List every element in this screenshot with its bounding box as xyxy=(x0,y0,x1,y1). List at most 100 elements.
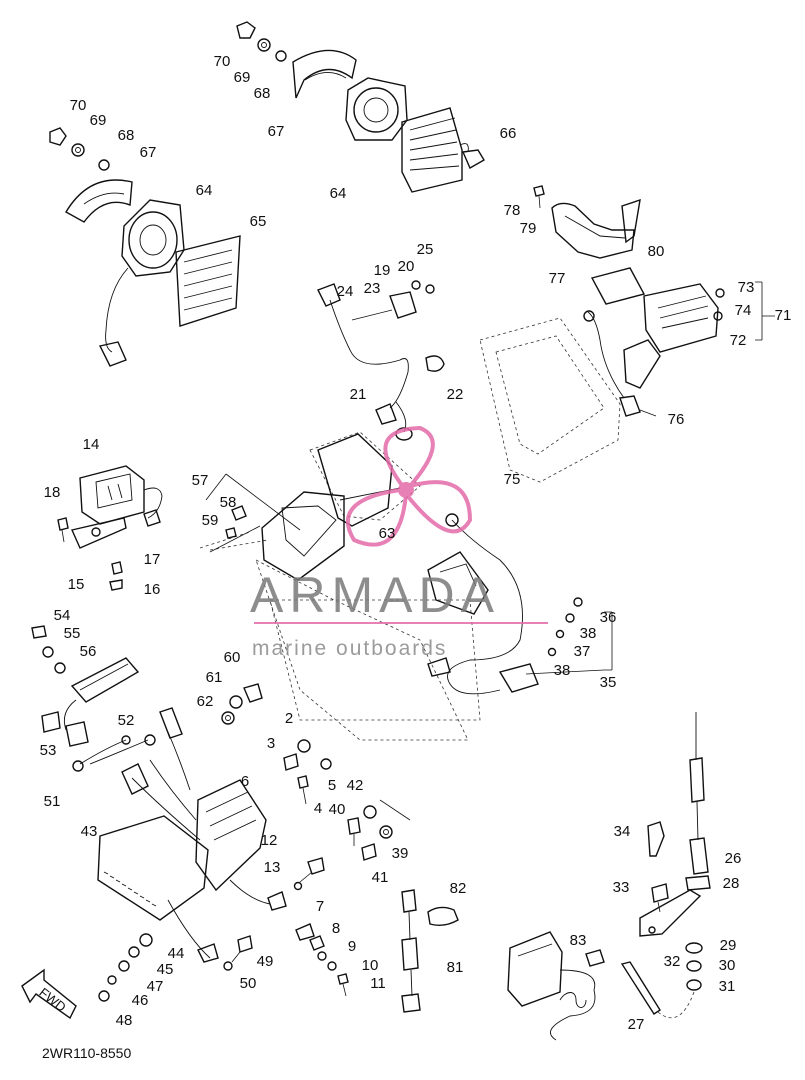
callout-c49: 49 xyxy=(257,953,274,970)
callout-c45: 45 xyxy=(157,961,174,978)
speaker-assembly-upper xyxy=(292,49,485,193)
callout-c67b: 67 xyxy=(140,144,157,161)
callout-c73: 73 xyxy=(738,279,755,296)
hardware-nut-set-upper xyxy=(236,21,287,62)
callout-c42: 42 xyxy=(347,777,364,794)
callout-c69a: 69 xyxy=(234,69,251,86)
callout-c19: 19 xyxy=(374,262,391,279)
bracket-63 xyxy=(317,433,401,527)
callout-c63: 63 xyxy=(379,525,396,542)
callout-c68a: 68 xyxy=(254,85,271,102)
callout-c74: 74 xyxy=(735,302,752,319)
callout-c60: 60 xyxy=(224,649,241,666)
callout-c59: 59 xyxy=(202,512,219,529)
callout-c81: 81 xyxy=(447,959,464,976)
callout-c69b: 69 xyxy=(90,112,107,129)
callout-c68b: 68 xyxy=(118,127,135,144)
callout-c39: 39 xyxy=(392,845,409,862)
watermark-title: ARMADA xyxy=(250,567,500,623)
callout-c47: 47 xyxy=(147,978,164,995)
callout-c13: 13 xyxy=(264,859,281,876)
cdi-unit-43 xyxy=(97,707,287,963)
callout-c77: 77 xyxy=(549,270,566,287)
callout-c23: 23 xyxy=(364,280,381,297)
callout-c22: 22 xyxy=(447,386,464,403)
callout-c56: 56 xyxy=(80,643,97,660)
callout-c26: 26 xyxy=(725,850,742,867)
callout-c66a: 66 xyxy=(500,125,517,142)
callout-c65: 65 xyxy=(250,213,267,230)
control-unit-14 xyxy=(57,465,163,591)
callout-c15: 15 xyxy=(68,576,85,593)
callout-c16: 16 xyxy=(144,581,161,598)
callout-c57: 57 xyxy=(192,472,209,489)
callout-c34: 34 xyxy=(614,823,631,840)
diagram-code: 2WR110-8550 xyxy=(42,1045,131,1061)
callout-c10: 10 xyxy=(362,957,379,974)
callout-c25: 25 xyxy=(417,241,434,258)
callout-c46: 46 xyxy=(132,992,149,1009)
callout-c27: 27 xyxy=(628,1016,645,1033)
callout-c37: 37 xyxy=(574,643,591,660)
callout-c67a: 67 xyxy=(268,123,285,140)
callout-c80: 80 xyxy=(648,243,665,260)
callout-c20: 20 xyxy=(398,258,415,275)
callout-c50: 50 xyxy=(240,975,257,992)
callout-c52: 52 xyxy=(118,712,135,729)
callout-c29: 29 xyxy=(720,937,737,954)
callout-c21: 21 xyxy=(350,386,367,403)
harness-assembly-35 xyxy=(427,513,613,695)
hardware-set-60 xyxy=(221,683,263,725)
meter-cluster-right xyxy=(533,185,775,417)
callout-c58: 58 xyxy=(220,494,237,511)
callout-c32: 32 xyxy=(664,953,681,970)
callout-c79: 79 xyxy=(520,220,537,237)
callout-c72: 72 xyxy=(730,332,747,349)
lever-assembly-26 xyxy=(620,712,711,1019)
control-box-57 xyxy=(205,473,345,581)
callout-c12: 12 xyxy=(261,832,278,849)
callout-c64b: 64 xyxy=(196,182,213,199)
speaker-assembly-left xyxy=(49,127,241,367)
callout-c40: 40 xyxy=(329,801,346,818)
callout-c70a: 70 xyxy=(214,53,231,70)
hardware-set-44-50 xyxy=(98,933,253,1002)
callout-c4: 4 xyxy=(314,800,322,817)
fuse-holder-81 xyxy=(401,889,459,1013)
callout-c9: 9 xyxy=(348,938,356,955)
callout-c48: 48 xyxy=(116,1012,133,1029)
callout-c70b: 70 xyxy=(70,97,87,114)
coil-assembly-52 xyxy=(31,625,156,772)
direction-arrow: FWD xyxy=(21,968,77,1020)
hardware-set-7-11 xyxy=(295,923,349,997)
callout-c14: 14 xyxy=(83,436,100,453)
callout-c18: 18 xyxy=(44,484,61,501)
callout-c3: 3 xyxy=(267,735,275,752)
callout-c71: 71 xyxy=(775,307,792,324)
callout-c31: 31 xyxy=(719,978,736,995)
callout-c44: 44 xyxy=(168,945,185,962)
callout-c8: 8 xyxy=(332,920,340,937)
callout-c7: 7 xyxy=(316,898,324,915)
hardware-set-12 xyxy=(293,857,325,891)
direction-label: FWD xyxy=(36,985,69,1015)
callout-c38b: 38 xyxy=(554,662,571,679)
callout-c6: 6 xyxy=(241,773,249,790)
callout-c35: 35 xyxy=(600,674,617,691)
callout-c24: 24 xyxy=(337,283,354,300)
watermark-subtitle: marine outboards xyxy=(252,637,447,660)
callout-c53: 53 xyxy=(40,742,57,759)
callout-c38a: 38 xyxy=(580,625,597,642)
callout-c43: 43 xyxy=(81,823,98,840)
propeller-logo xyxy=(345,425,473,547)
callout-c83: 83 xyxy=(570,932,587,949)
callout-c28: 28 xyxy=(723,875,740,892)
callout-c78: 78 xyxy=(504,202,521,219)
callout-c55: 55 xyxy=(64,625,81,642)
callout-c11: 11 xyxy=(370,975,386,992)
callout-c36: 36 xyxy=(600,609,617,626)
callout-c33: 33 xyxy=(613,879,630,896)
center-bracket-outline xyxy=(199,317,621,741)
